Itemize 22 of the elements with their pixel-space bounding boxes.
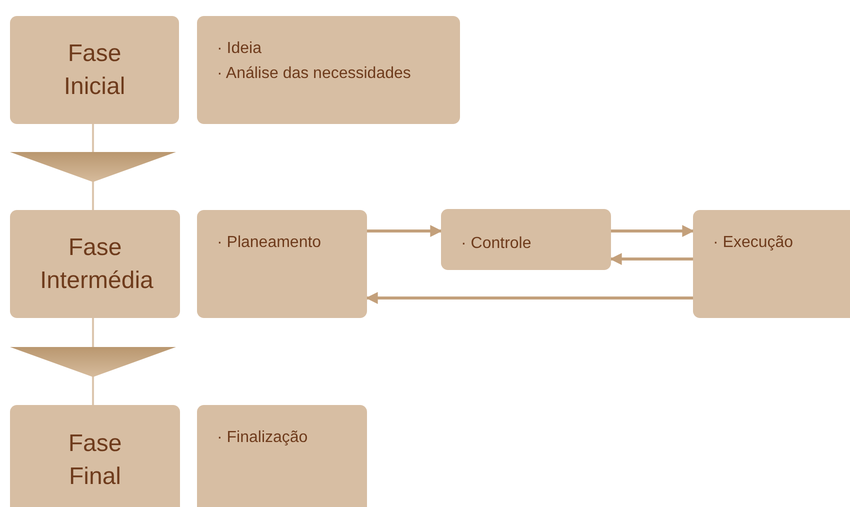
activity-item: · Ideia [217,39,262,59]
activity-item: · Execução [713,233,794,253]
activity-item: · Finalização [217,428,309,448]
activity-box [197,16,460,124]
phase-box [10,16,179,124]
activity-item: · Controle [461,234,532,254]
arrow [611,225,694,237]
phase-title: Fase Inicial [62,39,126,102]
arrow [367,225,442,237]
arrow [366,292,693,304]
activity-box [197,405,367,507]
activity-box [441,209,611,270]
activity-item: · Planeamento [217,233,322,253]
chevron-arrow [10,318,176,405]
phase-box [10,210,180,318]
activity-box [197,210,367,318]
phase-box [10,405,180,507]
activity-box [693,210,850,318]
phase-title: Fase Final [67,429,123,492]
activity-item: · Análise das necessidades [217,64,412,84]
chevron-arrow [10,124,176,210]
arrow [610,253,693,265]
